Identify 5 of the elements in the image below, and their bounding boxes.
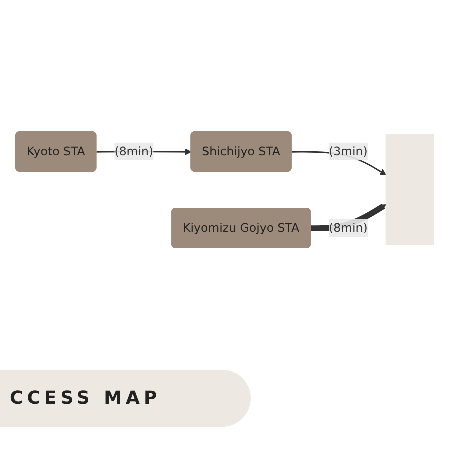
heading-banner: CCESS MAP	[0, 370, 252, 427]
edge-label: (3min)	[328, 144, 368, 158]
edge-label: (8min)	[114, 144, 154, 158]
edge-label: (8min)	[328, 220, 368, 235]
node-box	[386, 134, 434, 246]
